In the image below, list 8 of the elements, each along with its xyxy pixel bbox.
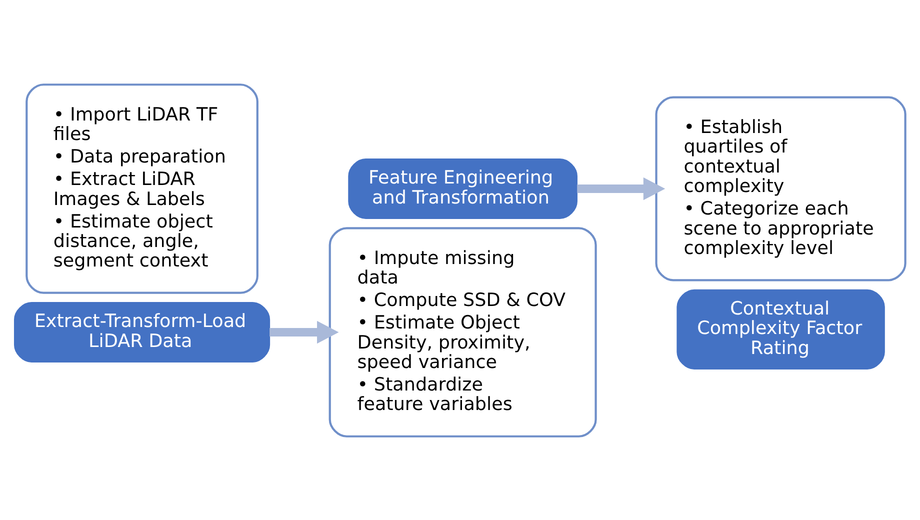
arrow bbox=[270, 320, 339, 344]
node-box: • Establish quartiles of contextual complexity • Categorize each scene to appropriate complexity level bbox=[655, 96, 906, 281]
node-box: • Import LiDAR TF files • Data preparation • Extract LiDAR Images & Labels • Estimate object distance, angle, segment context bbox=[26, 83, 258, 294]
node-box: Feature Engineering and Transformation bbox=[348, 158, 578, 218]
node-box: Contextual Complexity Factor Rating bbox=[676, 288, 885, 370]
arrow bbox=[577, 176, 666, 200]
node-box: Extract-Transform-Load LiDAR Data bbox=[14, 302, 270, 362]
node-box: • Impute missing data • Compute SSD & COV • Estimate Object Density, proximity, speed variance • Standardize feature variables bbox=[328, 226, 597, 437]
